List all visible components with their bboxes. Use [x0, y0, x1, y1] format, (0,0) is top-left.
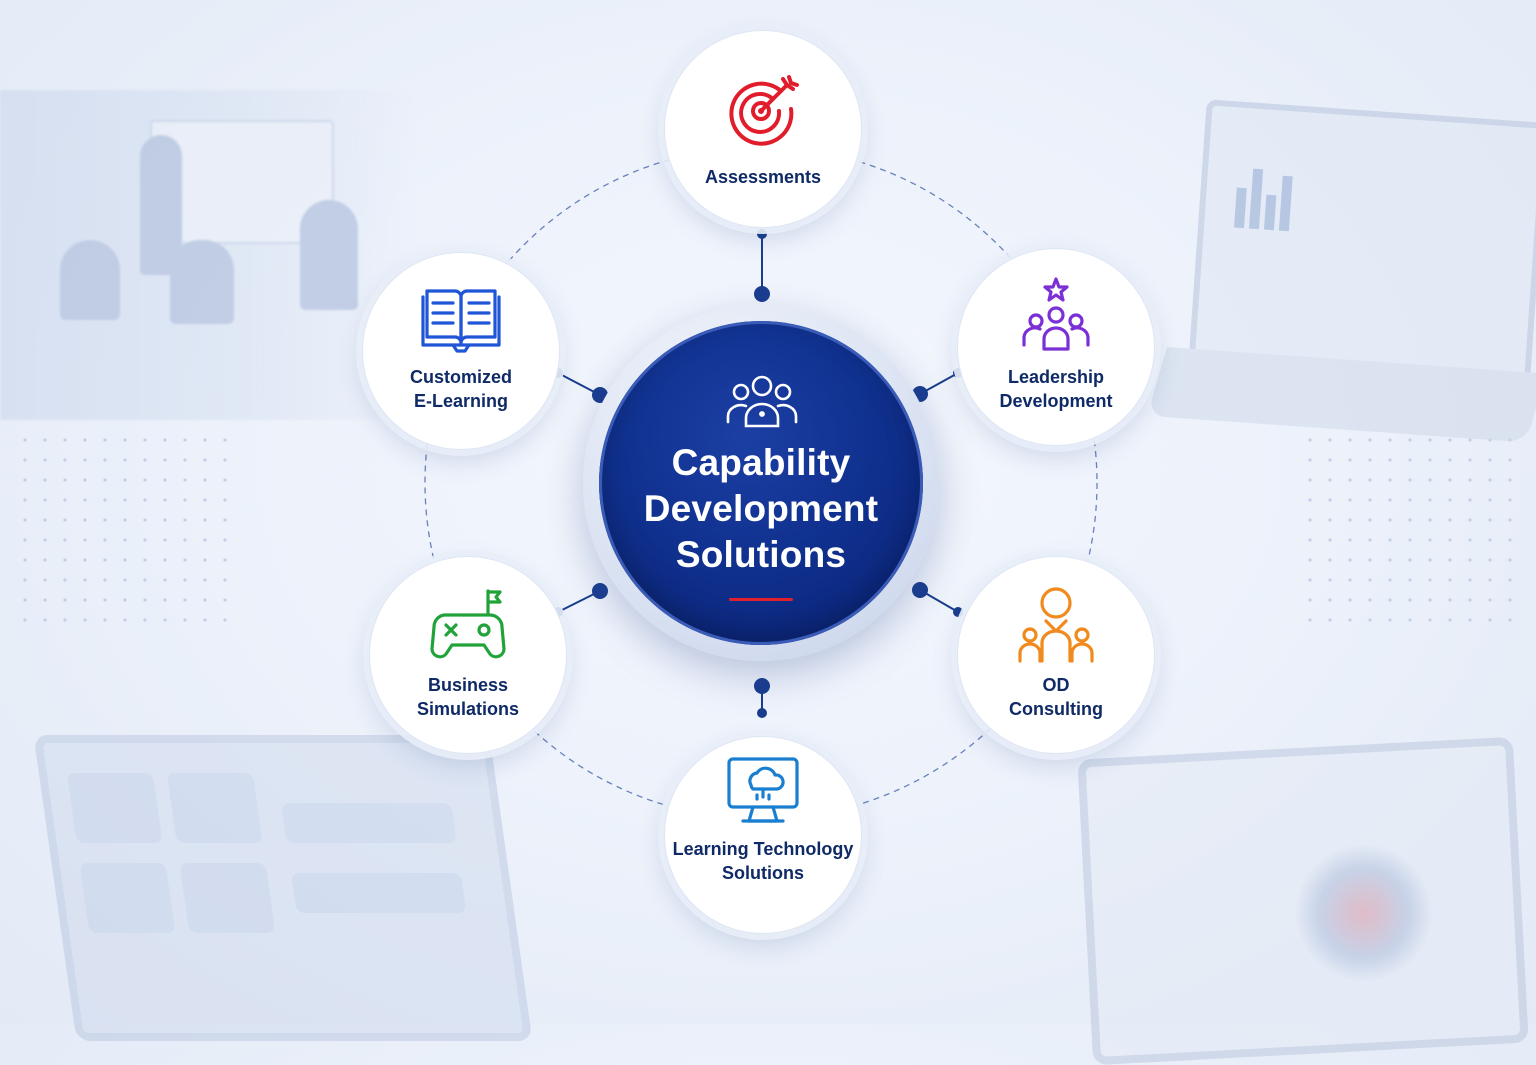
node-label: Customized E-Learning: [369, 365, 553, 413]
hub-title-line: Development: [643, 488, 879, 529]
dot-pattern: [1300, 430, 1520, 630]
team-icon: [726, 375, 798, 428]
gamepad-flag-icon: [430, 589, 506, 659]
node-label: Assessments: [671, 165, 855, 189]
hub-title-line: Solutions: [675, 534, 847, 575]
node-label: Leadership Development: [964, 365, 1148, 413]
node-label-line: Simulations: [416, 699, 519, 719]
attendee-silhouette: [170, 240, 234, 324]
node-label-line: Customized: [409, 367, 512, 387]
node-label-line: Solutions: [722, 863, 804, 883]
node-learning-technology-solutions[interactable]: Learning Technology Solutions: [664, 736, 862, 934]
background-meeting-photo: [0, 90, 420, 420]
hub-title-line: Capability: [671, 442, 851, 483]
node-leadership-development[interactable]: Leadership Development: [957, 248, 1155, 446]
node-business-simulations[interactable]: Business Simulations: [369, 556, 567, 754]
attendee-silhouette: [300, 200, 358, 310]
leader-team-icon: [1022, 277, 1090, 351]
node-label-line: Development: [999, 391, 1113, 411]
accent-underline: [729, 598, 793, 601]
node-label: OD Consulting: [964, 673, 1148, 721]
node-label-line: Consulting: [1009, 699, 1103, 719]
outer-dashed-ring: [424, 146, 1098, 820]
open-book-icon: [421, 289, 501, 353]
node-label-line: Learning Technology: [672, 839, 854, 859]
node-label-line: Leadership: [1007, 367, 1105, 387]
node-od-consulting[interactable]: OD Consulting: [957, 556, 1155, 754]
node-label: Learning Technology Solutions: [671, 837, 855, 885]
hub-title: Capability Development Solutions: [610, 440, 912, 578]
consulting-people-icon: [1018, 587, 1094, 663]
node-label-line: Assessments: [704, 167, 822, 187]
node-label-line: OD: [1042, 675, 1070, 695]
target-icon: [729, 75, 799, 146]
node-label-line: E-Learning: [413, 391, 508, 411]
node-label: Business Simulations: [376, 673, 560, 721]
node-assessments[interactable]: Assessments: [664, 30, 862, 228]
capability-hub[interactable]: [599, 321, 923, 645]
monitor-cloud-icon: [727, 757, 799, 823]
node-customized-e-learning[interactable]: Customized E-Learning: [362, 252, 560, 450]
dot-pattern: [15, 430, 235, 630]
attendee-silhouette: [60, 240, 120, 320]
node-label-line: Business: [427, 675, 509, 695]
